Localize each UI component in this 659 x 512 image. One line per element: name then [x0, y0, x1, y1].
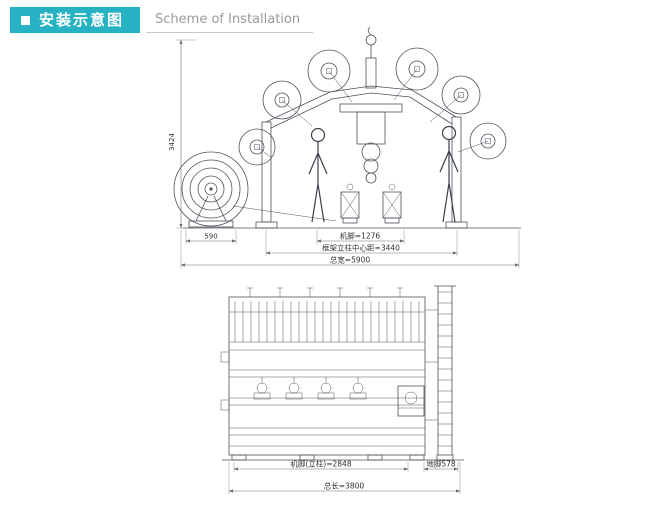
- dim-height-label: 3424: [168, 133, 176, 151]
- side-left-brackets: [220, 351, 230, 411]
- web-path-line: [232, 205, 337, 222]
- cloth-roll: [173, 151, 249, 228]
- dim-side-machine-foot-label: 机脚(立柱)=2848: [290, 459, 351, 469]
- header: 安装示意图 Scheme of Installation: [10, 7, 314, 33]
- page-title-underline: Scheme of Installation: [146, 7, 314, 33]
- dim-anchor-foot-label: 地脚578: [426, 459, 456, 469]
- side-comb-lines: [234, 301, 420, 342]
- page-title-cn: 安装示意图: [39, 11, 125, 29]
- dim-machine-foot-label: 机脚=1276: [340, 231, 381, 241]
- dim-frame-column-label: 框架立柱中心距=3440: [322, 243, 400, 253]
- side-body-outline: [228, 296, 426, 456]
- side-roller-units: [253, 377, 367, 400]
- spool-rollers: [238, 47, 507, 166]
- access-ladder: [425, 285, 456, 455]
- side-view-dimensions: 机脚(立柱)=2848 地脚578 总长=3800: [228, 459, 461, 494]
- page-title-banner: 安装示意图: [10, 7, 141, 33]
- frame-arch: [265, 85, 457, 129]
- frame-columns: [255, 116, 468, 229]
- side-feet: [222, 454, 464, 461]
- drive-unit-box: [397, 385, 425, 417]
- page-title-en: Scheme of Installation: [155, 12, 301, 27]
- side-top-posts: [247, 287, 403, 297]
- dim-total-width-label: 总宽=5900: [330, 255, 371, 265]
- central-mechanism: [339, 103, 403, 224]
- square-bullet-icon: [21, 15, 30, 25]
- dim-total-length-label: 总长=3800: [324, 481, 365, 491]
- operator-figure-right: [439, 125, 459, 223]
- front-view-dimensions: 3424 590 机脚=1276 框架立柱中心距=3440 总宽=5900: [168, 39, 520, 268]
- front-view-drawing: 3424 590 机脚=1276 框架立柱中心距=3440 总宽=5900: [168, 26, 521, 268]
- top-hook: [365, 26, 377, 89]
- operator-figure-left: [308, 127, 328, 223]
- side-horizontal-bands: [229, 311, 425, 447]
- dim-roll-offset-label: 590: [204, 233, 217, 241]
- side-view-drawing: 机脚(立柱)=2848 地脚578 总长=3800: [220, 285, 464, 494]
